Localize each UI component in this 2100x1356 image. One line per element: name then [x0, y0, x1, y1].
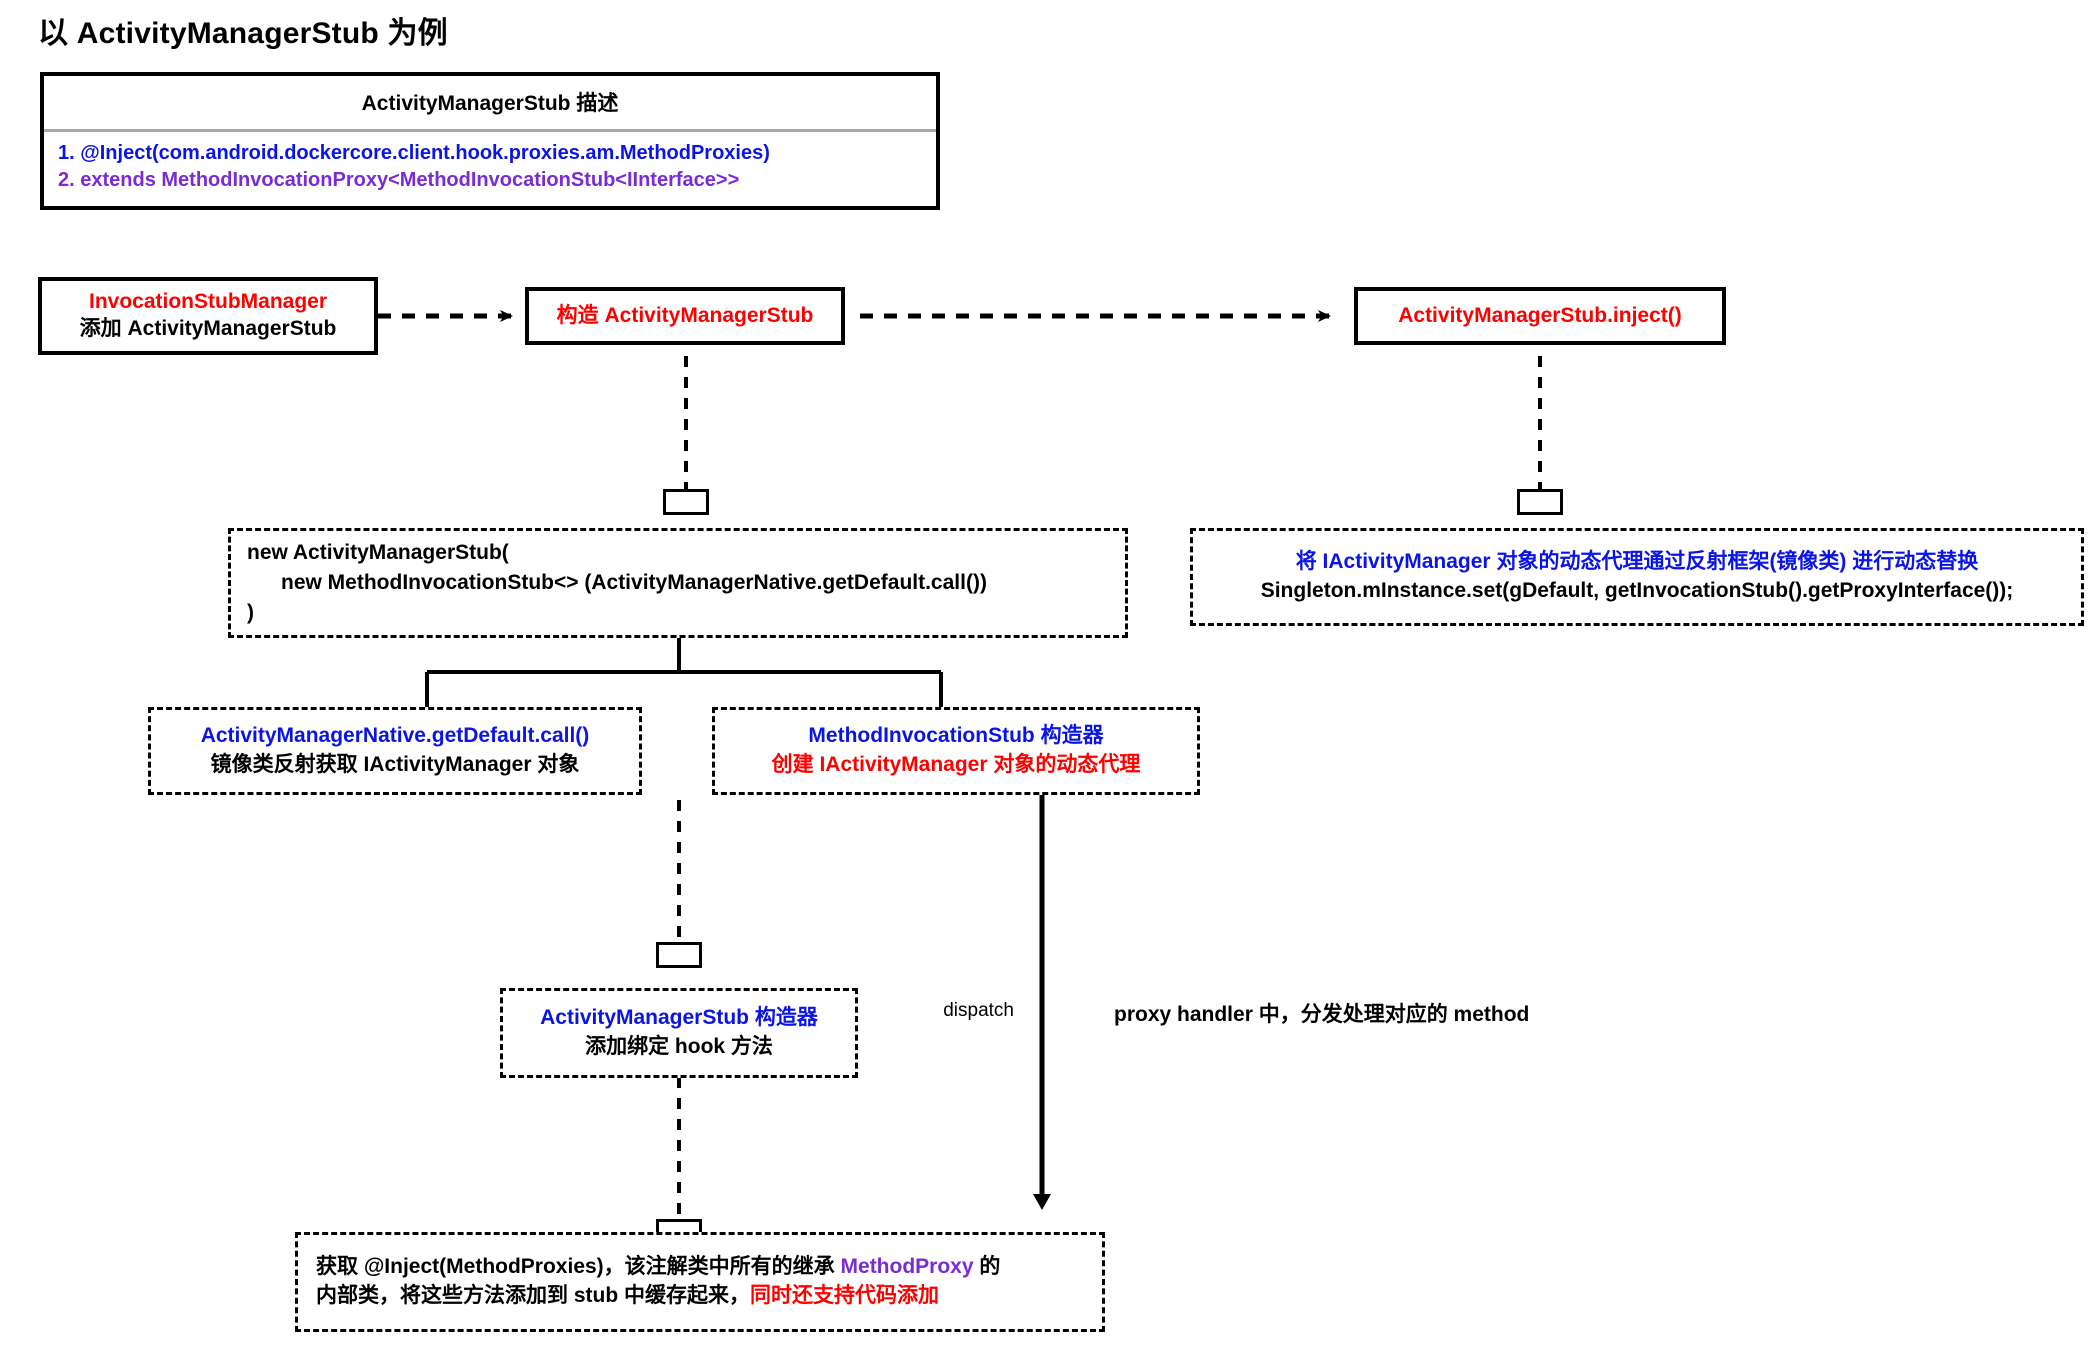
node-dynamic-replace-line1-rest: 对象的动态代理通过反射框架(镜像类) 进行动态替换 — [1490, 550, 1979, 574]
node-dynamic-replace[interactable]: 将 IActivityManager 对象的动态代理通过反射框架(镜像类) 进行… — [1190, 528, 2084, 626]
node-dynamic-replace-line1-emphasis: 将 IActivityManager — [1295, 550, 1491, 574]
description-row-1: 1. @Inject(com.android.dockercore.client… — [58, 142, 770, 164]
node-inject-methods-line1: 获取 @Inject(MethodProxies)，该注解类中所有的继承 Met… — [316, 1253, 1084, 1282]
node-new-activity-manager-stub[interactable]: new ActivityManagerStub( new MethodInvoc… — [228, 528, 1128, 638]
node-inject-methods-part5: 同时还支持代码添加 — [750, 1284, 939, 1307]
node-inject-methods-part4: 内部类，将这些方法添加到 stub 中缓存起来， — [316, 1284, 750, 1307]
node-invocation-stub-manager-line1: InvocationStubManager — [88, 290, 328, 314]
node-inject-methods-part2: MethodProxy — [840, 1255, 974, 1279]
node-new-ams-line2: new MethodInvocationStub<> (ActivityMana… — [281, 571, 987, 595]
node-activity-manager-stub-constructor[interactable]: ActivityManagerStub 构造器 添加绑定 hook 方法 — [500, 988, 858, 1078]
node-mis-constructor-line1: MethodInvocationStub 构造器 — [808, 724, 1104, 748]
node-new-ams-line1: new ActivityManagerStub( — [247, 541, 509, 565]
node-inject-methods-part3: 的 — [973, 1255, 1001, 1279]
node-construct-activity-manager-stub-label: 构造 ActivityManagerStub — [556, 303, 814, 327]
node-ams-inject[interactable]: ActivityManagerStub.inject() — [1354, 287, 1726, 345]
node-construct-activity-manager-stub[interactable]: 构造 ActivityManagerStub — [525, 287, 845, 345]
node-get-default-call[interactable]: ActivityManagerNative.getDefault.call() … — [148, 707, 642, 795]
dispatch-note-label: proxy handler 中，分发处理对应的 method — [1114, 1003, 1530, 1026]
description-table: ActivityManagerStub 描述 1. @Inject(com.an… — [40, 72, 940, 210]
note-anchor-inject — [1517, 489, 1563, 515]
node-ams-inject-label: ActivityManagerStub.inject() — [1398, 303, 1682, 327]
node-ams-constructor-line2: 添加绑定 hook 方法 — [585, 1035, 773, 1058]
node-ams-constructor-line1: ActivityManagerStub 构造器 — [540, 1006, 818, 1030]
node-get-default-call-line1: ActivityManagerNative.getDefault.call() — [200, 724, 590, 748]
dispatch-edge-label: dispatch — [943, 1000, 1014, 1021]
node-new-ams-line3: ) — [247, 600, 254, 624]
node-inject-methods-line2: 内部类，将这些方法添加到 stub 中缓存起来，同时还支持代码添加 — [316, 1282, 1084, 1311]
node-dynamic-replace-line2: Singleton.mInstance.set(gDefault, getInv… — [1260, 579, 2014, 602]
node-get-default-call-line2: 镜像类反射获取 IActivityManager 对象 — [210, 753, 580, 776]
description-table-header: ActivityManagerStub 描述 — [44, 76, 936, 132]
page-title: 以 ActivityManagerStub 为例 — [38, 17, 448, 50]
note-anchor-construct — [663, 489, 709, 515]
description-table-body: 1. @Inject(com.android.dockercore.client… — [44, 132, 936, 206]
node-invocation-stub-manager[interactable]: InvocationStubManager 添加 ActivityManager… — [38, 277, 378, 355]
description-row-2: 2. extends MethodInvocationProxy<MethodI… — [58, 169, 740, 191]
node-method-invocation-stub-constructor[interactable]: MethodInvocationStub 构造器 创建 IActivityMan… — [712, 707, 1200, 795]
node-inject-methods[interactable]: 获取 @Inject(MethodProxies)，该注解类中所有的继承 Met… — [295, 1232, 1105, 1332]
node-inject-methods-part1: 获取 @Inject(MethodProxies)，该注解类中所有的继承 — [316, 1255, 841, 1279]
note-anchor-getdefault — [656, 942, 702, 968]
node-dynamic-replace-line1: 将 IActivityManager 对象的动态代理通过反射框架(镜像类) 进行… — [1296, 548, 1979, 577]
node-invocation-stub-manager-line2: 添加 ActivityManagerStub — [79, 317, 337, 340]
node-mis-constructor-line2: 创建 IActivityManager 对象的动态代理 — [771, 753, 1141, 776]
